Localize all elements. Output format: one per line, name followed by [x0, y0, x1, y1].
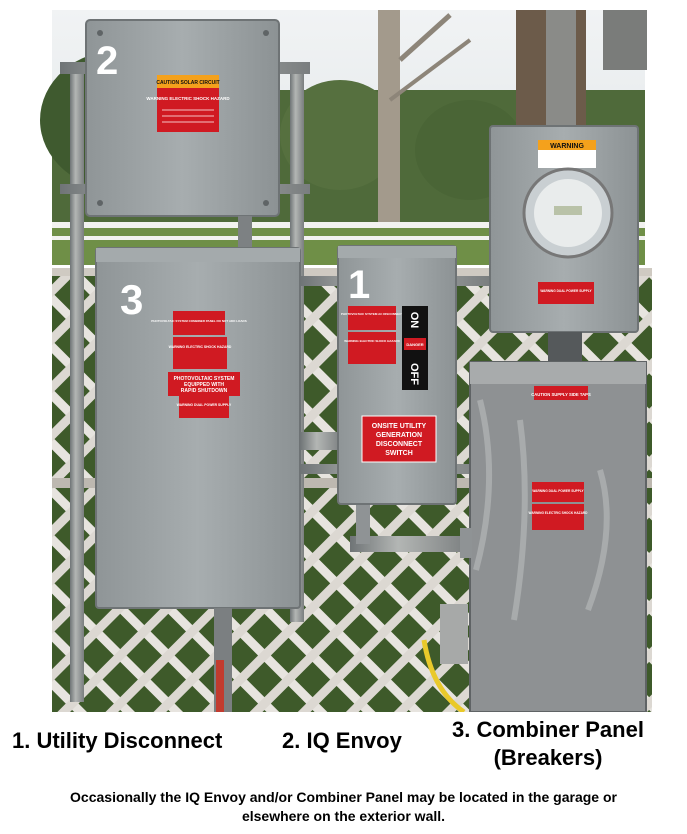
svg-text:CAUTION SUPPLY SIDE TAPS: CAUTION SUPPLY SIDE TAPS: [531, 392, 591, 397]
caution-supply-taps-sticker: [534, 386, 588, 400]
caption-combiner-line1: 3. Combiner Panel: [452, 717, 644, 742]
svg-text:WARNING ELECTRIC SHOCK HAZARD: WARNING ELECTRIC SHOCK HAZARD: [146, 96, 230, 101]
svg-text:GENERATION: GENERATION: [376, 432, 422, 439]
warning-dual-sticker-panel-3: [179, 396, 229, 418]
panel-2-iq-envoy: 2 CAUTION SOLAR CIRCUIT WARNING ELECTRIC…: [85, 19, 280, 217]
location-note-line1: Occasionally the IQ Envoy and/or Combine…: [70, 789, 617, 805]
panel-3-combiner: 3 PHOTOVOLTAIC SYSTEM COMBINER PANEL DO …: [95, 247, 301, 609]
onsite-utility-sticker: [361, 415, 437, 463]
panel-number-3: 3: [120, 276, 143, 323]
svg-text:EQUIPPED WITH: EQUIPPED WITH: [184, 382, 224, 388]
svg-text:RAPID SHUTDOWN: RAPID SHUTDOWN: [181, 388, 228, 394]
svg-text:WARNING ELECTRIC SHOCK HAZARD: WARNING ELECTRIC SHOCK HAZARD: [169, 345, 232, 349]
panel-number-2: 2: [96, 39, 118, 83]
box-shock-hazard-sticker: [532, 504, 584, 530]
svg-text:OFF: OFF: [408, 363, 420, 385]
combiner-panel-sticker: [173, 311, 225, 335]
svg-text:SWITCH: SWITCH: [385, 450, 413, 457]
svg-text:PHOTOVOLTAIC SYSTEM AC DISCONN: PHOTOVOLTAIC SYSTEM AC DISCONNECT: [341, 312, 403, 316]
svg-text:CAUTION SOLAR CIRCUIT: CAUTION SOLAR CIRCUIT: [156, 80, 219, 86]
warning-shock-sticker-panel-1: [348, 332, 396, 364]
svg-text:PHOTOVOLTAIC SYSTEM: PHOTOVOLTAIC SYSTEM: [174, 376, 235, 382]
caption-combiner-panel: 3. Combiner Panel (Breakers): [432, 716, 664, 772]
electric-meter-box: WARNING WARNING DUAL POWER SUPPLY: [489, 125, 639, 333]
yellow-cable: [421, 639, 466, 712]
caption-utility-disconnect: 1. Utility Disconnect: [12, 728, 223, 753]
location-note: Occasionally the IQ Envoy and/or Combine…: [0, 788, 687, 826]
caption-iq-envoy: 2. IQ Envoy: [282, 728, 402, 753]
meter-dual-power-sticker: [538, 282, 594, 304]
equipment-photo: 2 CAUTION SOLAR CIRCUIT WARNING ELECTRIC…: [40, 10, 652, 712]
svg-text:WARNING ELECTRIC SHOCK HAZARD: WARNING ELECTRIC SHOCK HAZARD: [344, 339, 400, 343]
svg-text:WARNING DUAL POWER SUPPLY: WARNING DUAL POWER SUPPLY: [177, 403, 232, 407]
white-fence: [52, 222, 645, 228]
meter-warning-sticker: [538, 140, 596, 150]
svg-text:DANGER: DANGER: [406, 342, 423, 347]
svg-text:ONSITE UTILITY: ONSITE UTILITY: [372, 423, 427, 430]
location-note-line2: elsewhere on the exterior wall.: [241, 808, 446, 824]
caution-solar-sticker: [157, 75, 219, 88]
svg-text:WARNING ELECTRIC SHOCK HAZARD: WARNING ELECTRIC SHOCK HAZARD: [529, 511, 589, 515]
box-dual-power-sticker: [532, 482, 584, 502]
rapid-shutdown-sticker: [168, 372, 240, 396]
svg-text:WARNING: WARNING: [550, 143, 584, 150]
panel-1-utility-disconnect: 1 PHOTOVOLTAIC SYSTEM AC DISCONNECT WARN…: [337, 245, 457, 505]
svg-text:WARNING DUAL POWER SUPPLY: WARNING DUAL POWER SUPPLY: [540, 289, 592, 293]
svg-text:DISCONNECT: DISCONNECT: [376, 441, 423, 448]
tree-trunk: [378, 10, 400, 250]
svg-text:PHOTOVOLTAIC SYSTEM COMBINER P: PHOTOVOLTAIC SYSTEM COMBINER PANEL DO NO…: [151, 319, 246, 323]
panel-number-1: 1: [348, 263, 370, 307]
stainless-supply-box: CAUTION SUPPLY SIDE TAPS WARNING DUAL PO…: [469, 361, 647, 712]
unistrut-left: [70, 62, 84, 702]
caption-combiner-line2: (Breakers): [493, 745, 603, 770]
ac-disconnect-sticker: [348, 306, 396, 330]
warning-shock-sticker-panel-3: [173, 337, 227, 369]
svg-text:WARNING DUAL POWER SUPPLY: WARNING DUAL POWER SUPPLY: [532, 489, 584, 493]
svg-text:ON: ON: [408, 312, 420, 329]
